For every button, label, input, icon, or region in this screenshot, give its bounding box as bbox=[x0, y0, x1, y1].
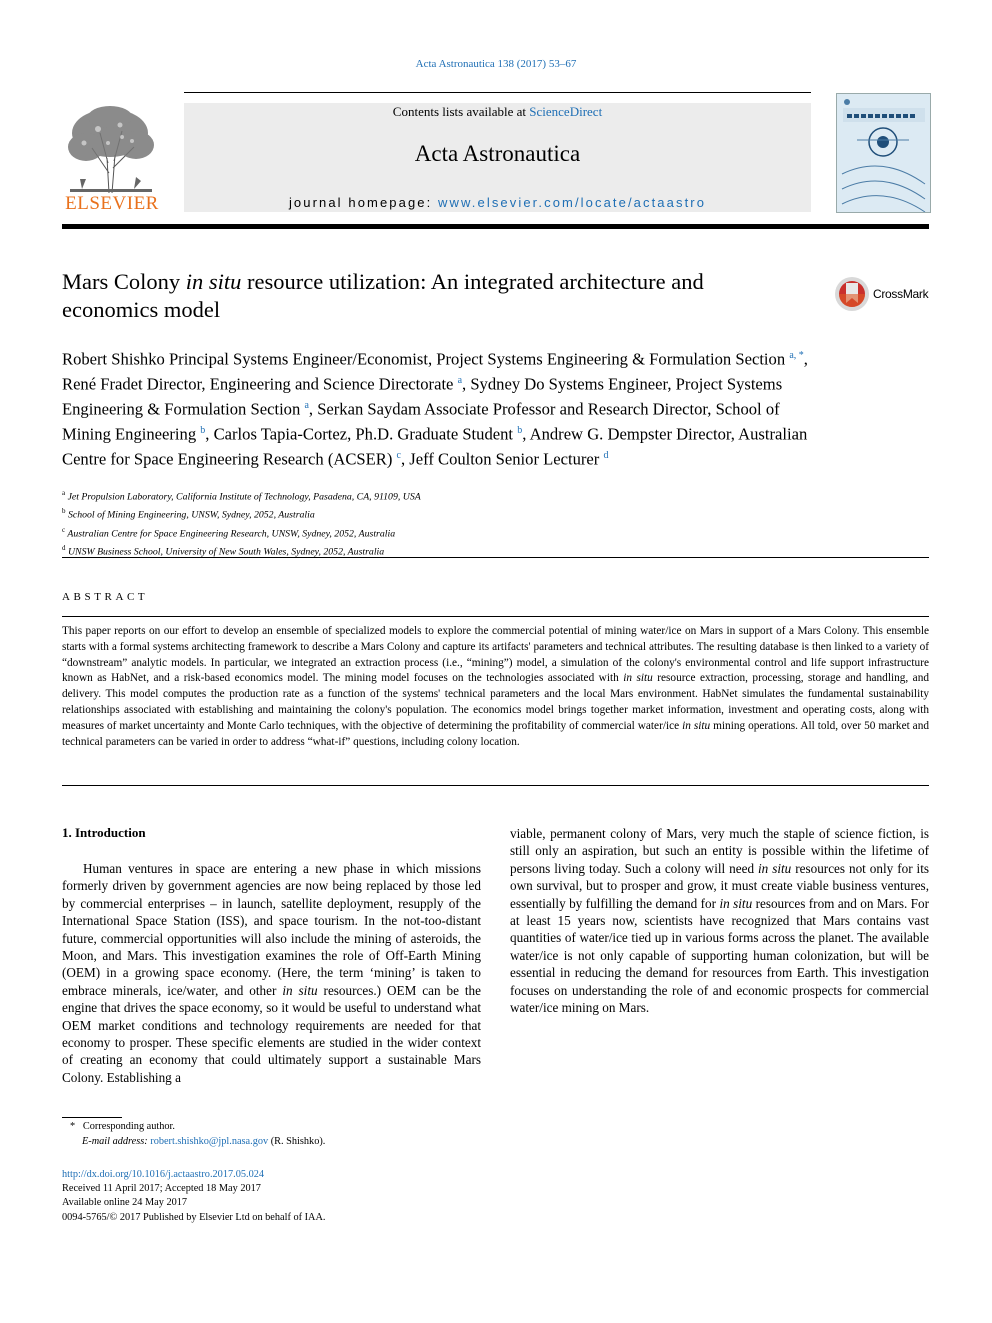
affiliation-item: d UNSW Business School, University of Ne… bbox=[62, 541, 762, 559]
corresponding-author-footnote: * Corresponding author. E-mail address: … bbox=[62, 1120, 325, 1149]
abstract-text-2: resource extraction, processing, storage… bbox=[62, 672, 929, 732]
cover-artwork-icon bbox=[837, 94, 930, 212]
title-part-2: resource utilization: An integrated arch… bbox=[62, 269, 704, 322]
title-italic: in situ bbox=[185, 269, 242, 294]
abstract-top-rule bbox=[62, 616, 929, 617]
affiliation-list: a Jet Propulsion Laboratory, California … bbox=[62, 486, 762, 560]
footnote-email-line: E-mail address: robert.shishko@jpl.nasa.… bbox=[62, 1135, 325, 1150]
author-affil-link[interactable]: d bbox=[603, 450, 609, 462]
affiliation-text: UNSW Business School, University of New … bbox=[67, 546, 385, 558]
affiliation-text: Jet Propulsion Laboratory, California In… bbox=[67, 491, 421, 503]
affiliation-text: School of Mining Engineering, UNSW, Sydn… bbox=[67, 509, 315, 521]
author-affil-link[interactable]: a, * bbox=[789, 350, 804, 361]
author-name: Sydney Do Systems Engineer, Project Syst… bbox=[62, 374, 783, 419]
journal-name: Acta Astronautica bbox=[414, 141, 581, 166]
body-column-left: Human ventures in space are entering a n… bbox=[62, 860, 481, 1086]
abstract-italic-2: in situ bbox=[682, 719, 711, 732]
intro-text: resources from and on Mars. For at least… bbox=[510, 895, 930, 1016]
introduction-heading: 1. Introduction bbox=[62, 825, 146, 840]
affiliation-text: Australian Centre for Space Engineering … bbox=[67, 528, 396, 540]
email-label: E-mail address: bbox=[82, 1135, 151, 1147]
intro-paragraph-continued: viable, permanent colony of Mars, very m… bbox=[510, 825, 929, 1016]
doi-link[interactable]: http://dx.doi.org/10.1016/j.actaastro.20… bbox=[62, 1169, 265, 1180]
author-name: Robert Shishko Principal Systems Enginee… bbox=[62, 349, 786, 369]
intro-text: Human ventures in space are entering a n… bbox=[62, 861, 481, 998]
publication-info: http://dx.doi.org/10.1016/j.actaastro.20… bbox=[62, 1168, 326, 1225]
elsevier-tree-logo-icon bbox=[68, 106, 154, 194]
intro-italic: in situ bbox=[282, 982, 318, 998]
author-affil-link[interactable]: c bbox=[396, 450, 401, 462]
intro-paragraph: Human ventures in space are entering a n… bbox=[62, 860, 481, 1086]
author-affil-link[interactable]: a bbox=[304, 400, 309, 412]
affiliation-key: b bbox=[62, 507, 66, 516]
affiliation-item: a Jet Propulsion Laboratory, California … bbox=[62, 486, 762, 504]
footnote-rule bbox=[62, 1117, 122, 1118]
section-divider bbox=[62, 557, 929, 558]
crossmark-icon[interactable] bbox=[833, 275, 933, 313]
journal-cover-thumbnail[interactable] bbox=[836, 93, 931, 213]
author-affil-link[interactable]: a bbox=[457, 375, 463, 387]
abstract-bottom-rule bbox=[62, 785, 929, 786]
author-affil-link[interactable]: b bbox=[517, 425, 523, 437]
author-name: Carlos Tapia-Cortez, Ph.D. Graduate Stud… bbox=[213, 424, 514, 444]
footnote-star: * bbox=[70, 1121, 76, 1132]
author-list: Robert Shishko Principal Systems Enginee… bbox=[62, 349, 808, 469]
intro-text: viable, permanent colony of Mars, very m… bbox=[510, 826, 929, 876]
homepage-prefix: journal homepage: bbox=[288, 195, 439, 210]
intro-italic: in situ bbox=[719, 895, 753, 911]
title-part-1: Mars Colony bbox=[62, 269, 186, 294]
affiliation-item: b School of Mining Engineering, UNSW, Sy… bbox=[62, 504, 762, 522]
author-name: Andrew G. Dempster Director, Australian … bbox=[62, 424, 808, 469]
contents-prefix: Contents lists available at bbox=[392, 104, 530, 119]
received-dates: Received 11 April 2017; Accepted 18 May … bbox=[62, 1183, 261, 1195]
sciencedirect-link[interactable]: ScienceDirect bbox=[529, 104, 603, 119]
copyright-line: 0094-5765/© 2017 Published by Elsevier L… bbox=[62, 1211, 326, 1223]
footnote-line: * Corresponding author. bbox=[62, 1120, 325, 1135]
journal-citation[interactable]: Acta Astronautica 138 (2017) 53–67 bbox=[415, 58, 577, 70]
author-name: René Fradet Director, Engineering and Sc… bbox=[62, 374, 454, 394]
author-name: Jeff Coulton Senior Lecturer bbox=[409, 449, 600, 469]
abstract-italic-1: in situ bbox=[623, 672, 653, 685]
journal-homepage-link[interactable]: www.elsevier.com/locate/actaastro bbox=[438, 195, 707, 210]
available-online: Available online 24 May 2017 bbox=[62, 1197, 188, 1209]
affiliation-key: c bbox=[62, 525, 66, 534]
abstract-body: This paper reports on our effort to deve… bbox=[62, 624, 929, 750]
affiliation-key: d bbox=[62, 544, 66, 553]
author-name: Serkan Saydam Associate Professor and Re… bbox=[62, 399, 780, 444]
body-column-right: viable, permanent colony of Mars, very m… bbox=[510, 825, 929, 1016]
contents-available-line: Contents lists available at ScienceDirec… bbox=[184, 104, 811, 120]
affiliation-item: c Australian Centre for Space Engineerin… bbox=[62, 523, 762, 541]
abstract-text-3: mining operations. All told, over 50 mar… bbox=[62, 719, 929, 748]
journal-header-box bbox=[184, 103, 811, 212]
intro-text: resources.) OEM can be the engine that d… bbox=[62, 982, 481, 1085]
author-email-link[interactable]: robert.shishko@jpl.nasa.gov bbox=[150, 1135, 269, 1147]
elsevier-wordmark: ELSEVIER bbox=[65, 193, 159, 214]
header-bottom-rule bbox=[62, 224, 929, 229]
article-title: Mars Colony in situ resource utilization… bbox=[62, 268, 802, 324]
intro-text: resources not only for its own survival,… bbox=[510, 860, 929, 911]
abstract-heading: ABSTRACT bbox=[62, 591, 149, 603]
abstract-text-1: This paper reports on our effort to deve… bbox=[62, 625, 929, 685]
crossmark-label[interactable]: CrossMark bbox=[873, 287, 929, 301]
author-affil-link[interactable]: b bbox=[200, 425, 206, 437]
intro-italic: in situ bbox=[758, 860, 792, 876]
email-suffix: (R. Shishko). bbox=[268, 1135, 326, 1147]
affiliation-key: a bbox=[62, 489, 66, 497]
journal-homepage-line: journal homepage: www.elsevier.com/locat… bbox=[184, 195, 811, 210]
header-top-rule bbox=[184, 92, 811, 93]
footnote-corresponding: Corresponding author. bbox=[82, 1121, 175, 1132]
